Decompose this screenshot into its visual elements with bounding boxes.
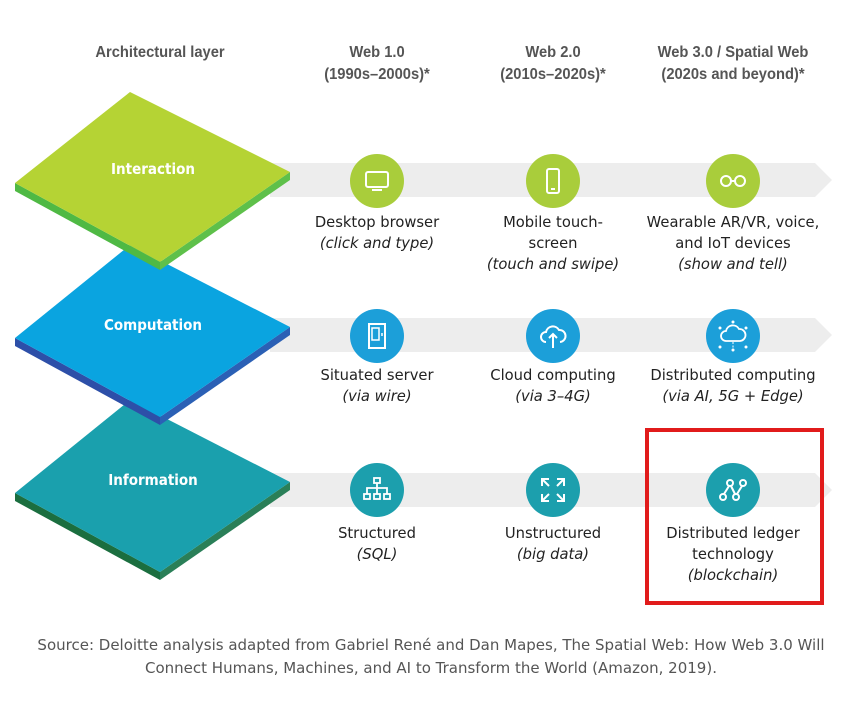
header-web3-years: (2020s and beyond)*	[661, 66, 805, 83]
header-web2: Web 2.0 (2010s–2020s)*	[461, 42, 645, 86]
distributed-cloud-icon	[706, 309, 760, 363]
cell-desktop-browser: Desktop browser (click and type)	[282, 212, 472, 254]
cell-title: Distributed computing	[650, 366, 816, 384]
smartphone-icon	[526, 154, 580, 208]
cell-distributed-ledger: Distributed ledger technology (blockchain)	[638, 523, 828, 586]
layer-label-interaction: Interaction	[111, 160, 195, 178]
server-icon	[350, 309, 404, 363]
cell-subtitle: (big data)	[516, 545, 590, 563]
cell-wearable: Wearable AR/VR, voice, and IoT devices (sh…	[638, 212, 828, 275]
cell-distributed-computing: Distributed computing (via AI, 5G + Edge)	[629, 365, 838, 407]
expand-icon	[526, 463, 580, 517]
cell-title-line2: and IoT devices	[675, 234, 791, 252]
hierarchy-icon	[350, 463, 404, 517]
cell-subtitle: (SQL)	[356, 545, 398, 563]
header-architectural-layer: Architectural layer	[95, 44, 225, 61]
cell-title: Cloud computing	[490, 366, 616, 384]
header-web2-years: (2010s–2020s)*	[500, 66, 606, 83]
glasses-icon	[706, 154, 760, 208]
cell-title: Unstructured	[504, 524, 602, 542]
cell-title-line2: technology	[692, 545, 774, 563]
source-caption: Source: Deloitte analysis adapted from G…	[0, 634, 862, 680]
monitor-icon	[350, 154, 404, 208]
cell-subtitle: (blockchain)	[687, 566, 779, 584]
header-web1-years: (1990s–2000s)*	[324, 66, 430, 83]
cell-unstructured: Unstructured (big data)	[458, 523, 648, 565]
cell-title: Structured	[338, 524, 416, 542]
cell-subtitle: (via wire)	[342, 387, 412, 405]
cell-title: Wearable AR/VR, voice,	[646, 213, 820, 231]
cell-title-line2: screen	[528, 234, 578, 252]
header-web2-title: Web 2.0	[525, 44, 581, 61]
cell-cloud-computing: Cloud computing (via 3–4G)	[458, 365, 648, 407]
cell-mobile-touchscreen: Mobile touch-screen (touch and swipe)	[458, 212, 648, 275]
cell-subtitle: (via AI, 5G + Edge)	[662, 387, 804, 405]
diamond-information	[15, 400, 290, 580]
cell-title: Desktop browser	[314, 213, 440, 231]
layer-label-computation: Computation	[103, 316, 203, 334]
ledger-network-icon	[706, 463, 760, 517]
cell-subtitle: (show and tell)	[678, 255, 788, 273]
layer-label-information: Information	[108, 471, 198, 489]
diamond-computation	[15, 245, 290, 425]
cell-subtitle: (touch and swipe)	[486, 255, 620, 273]
highlight-box	[645, 428, 824, 605]
cell-title: Mobile touch-	[503, 213, 603, 231]
source-line-1: Source: Deloitte analysis adapted from G…	[37, 636, 825, 654]
cell-situated-server: Situated server (via wire)	[282, 365, 472, 407]
source-line-2: Connect Humans, Machines, and AI to Tran…	[145, 659, 717, 677]
cell-structured: Structured (SQL)	[282, 523, 472, 565]
cell-title: Distributed ledger	[666, 524, 800, 542]
cell-title: Situated server	[320, 366, 434, 384]
cell-subtitle: (via 3–4G)	[515, 387, 591, 405]
cloud-upload-icon	[526, 309, 580, 363]
header-web3-title: Web 3.0 / Spatial Web	[657, 44, 809, 61]
header-web1: Web 1.0 (1990s–2000s)*	[285, 42, 469, 86]
header-web1-title: Web 1.0	[349, 44, 405, 61]
diamond-interaction	[15, 92, 290, 270]
cell-subtitle: (click and type)	[319, 234, 435, 252]
header-web3: Web 3.0 / Spatial Web (2020s and beyond)*	[632, 42, 834, 86]
